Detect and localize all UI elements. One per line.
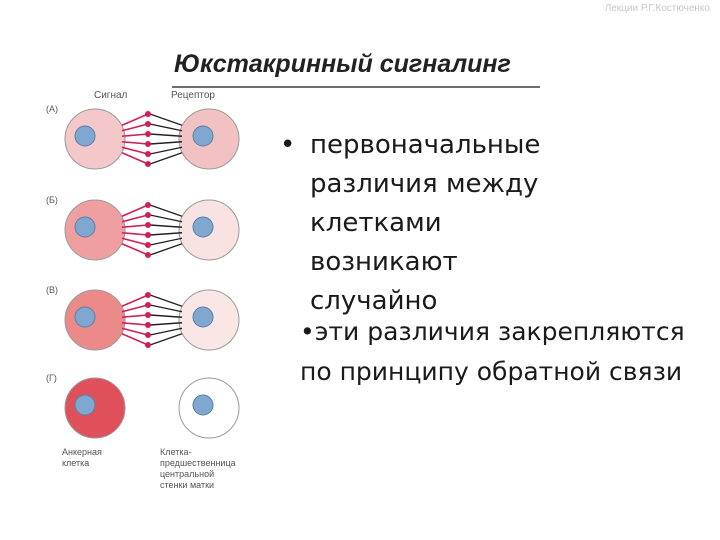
signal-line [121,304,149,313]
signal-ligand [145,222,151,228]
signal-ligand [145,212,151,218]
bullet-item-1: • первоначальные различия между клетками… [280,126,680,321]
signal-line [121,214,149,223]
signal-line [121,333,149,346]
receptor-line [149,232,183,236]
row-letter: (В) [46,285,58,295]
slide-title: Юкстакринный сигналинг [174,50,511,78]
signal-line [121,152,149,165]
signal-ligand [145,302,151,308]
juxtacrine-diagram: Сигнал Рецептор (А) (Б) (В) (Г) Анкерная кл… [46,90,240,490]
signal-line [121,321,149,326]
signal-ligand [145,121,151,127]
receptor-line [149,214,183,223]
receptor-label: Рецептор [171,90,215,101]
bullet-marker: • [280,130,296,160]
receptor-line [149,113,183,126]
signal-ligand [145,322,151,328]
signal-ligand [145,332,151,338]
signal-ligand [145,131,151,137]
receptor-line [149,243,183,256]
receptor-line [149,224,183,228]
signal-ligand [145,111,151,117]
signal-ligand [145,161,151,167]
precursor-cell-label-line4: стенки матки [160,480,214,490]
signal-line [121,133,149,138]
precursor-cell-label-line1: Клетка- [160,447,191,457]
receiving-cell-nucleus [192,394,214,416]
precursor-cell-label-line2: предшественница [160,458,236,468]
signal-ligand [145,202,151,208]
receptor-line [149,333,183,346]
receptor-line [149,204,183,217]
bullet-text-1: первоначальные различия между клетками в… [310,130,541,316]
signal-line [121,243,149,256]
signal-ligand [145,141,151,147]
signal-line [121,231,149,236]
signal-ligand [145,342,151,348]
receptor-line [149,327,183,336]
receptor-line [149,294,183,307]
receptor-line [149,322,183,326]
signal-line [121,113,149,126]
title-underline [172,86,540,88]
signal-ligand [145,292,151,298]
signal-ligand [145,312,151,318]
signal-ligand [145,252,151,258]
receptor-line [149,304,183,313]
bullet-item-2: •эти различия закрепляются по принципу о… [300,317,685,386]
receiving-cell-nucleus [192,306,214,328]
receptor-line [149,314,183,318]
header-note: Лекции Р.Г.Костюченко [604,3,710,14]
signal-ligand [145,151,151,157]
signaling-cell-nucleus [74,125,96,147]
signal-line [121,224,149,229]
receptor-line [149,237,183,246]
row-letter: (А) [46,104,58,114]
signal-ligand [145,242,151,248]
row-letter: (Б) [46,195,58,205]
signal-ligand [145,232,151,238]
anchor-cell-label-line2: клетка [62,458,89,468]
receptor-line [149,133,183,137]
receiving-cell-nucleus [192,125,214,147]
signaling-cell-nucleus [74,394,96,416]
receptor-line [149,152,183,165]
signal-line [121,327,149,336]
signal-line [121,294,149,307]
row-letter: (Г) [46,373,57,383]
signal-line [121,140,149,145]
receptor-line [149,141,183,145]
signal-line [121,237,149,246]
receptor-line [149,146,183,155]
signaling-cell-nucleus [74,306,96,328]
signal-label: Сигнал [94,90,128,101]
signal-line [121,314,149,319]
signaling-cell-nucleus [74,216,96,238]
signal-line [121,123,149,132]
precursor-cell-label-line3: центральной [160,469,214,479]
signal-line [121,204,149,217]
receiving-cell-nucleus [192,216,214,238]
receptor-line [149,123,183,132]
diagram-rows: (А) (Б) (В) (Г) [46,104,240,439]
anchor-cell-label-line1: Анкерная [62,447,102,457]
signal-line [121,146,149,155]
